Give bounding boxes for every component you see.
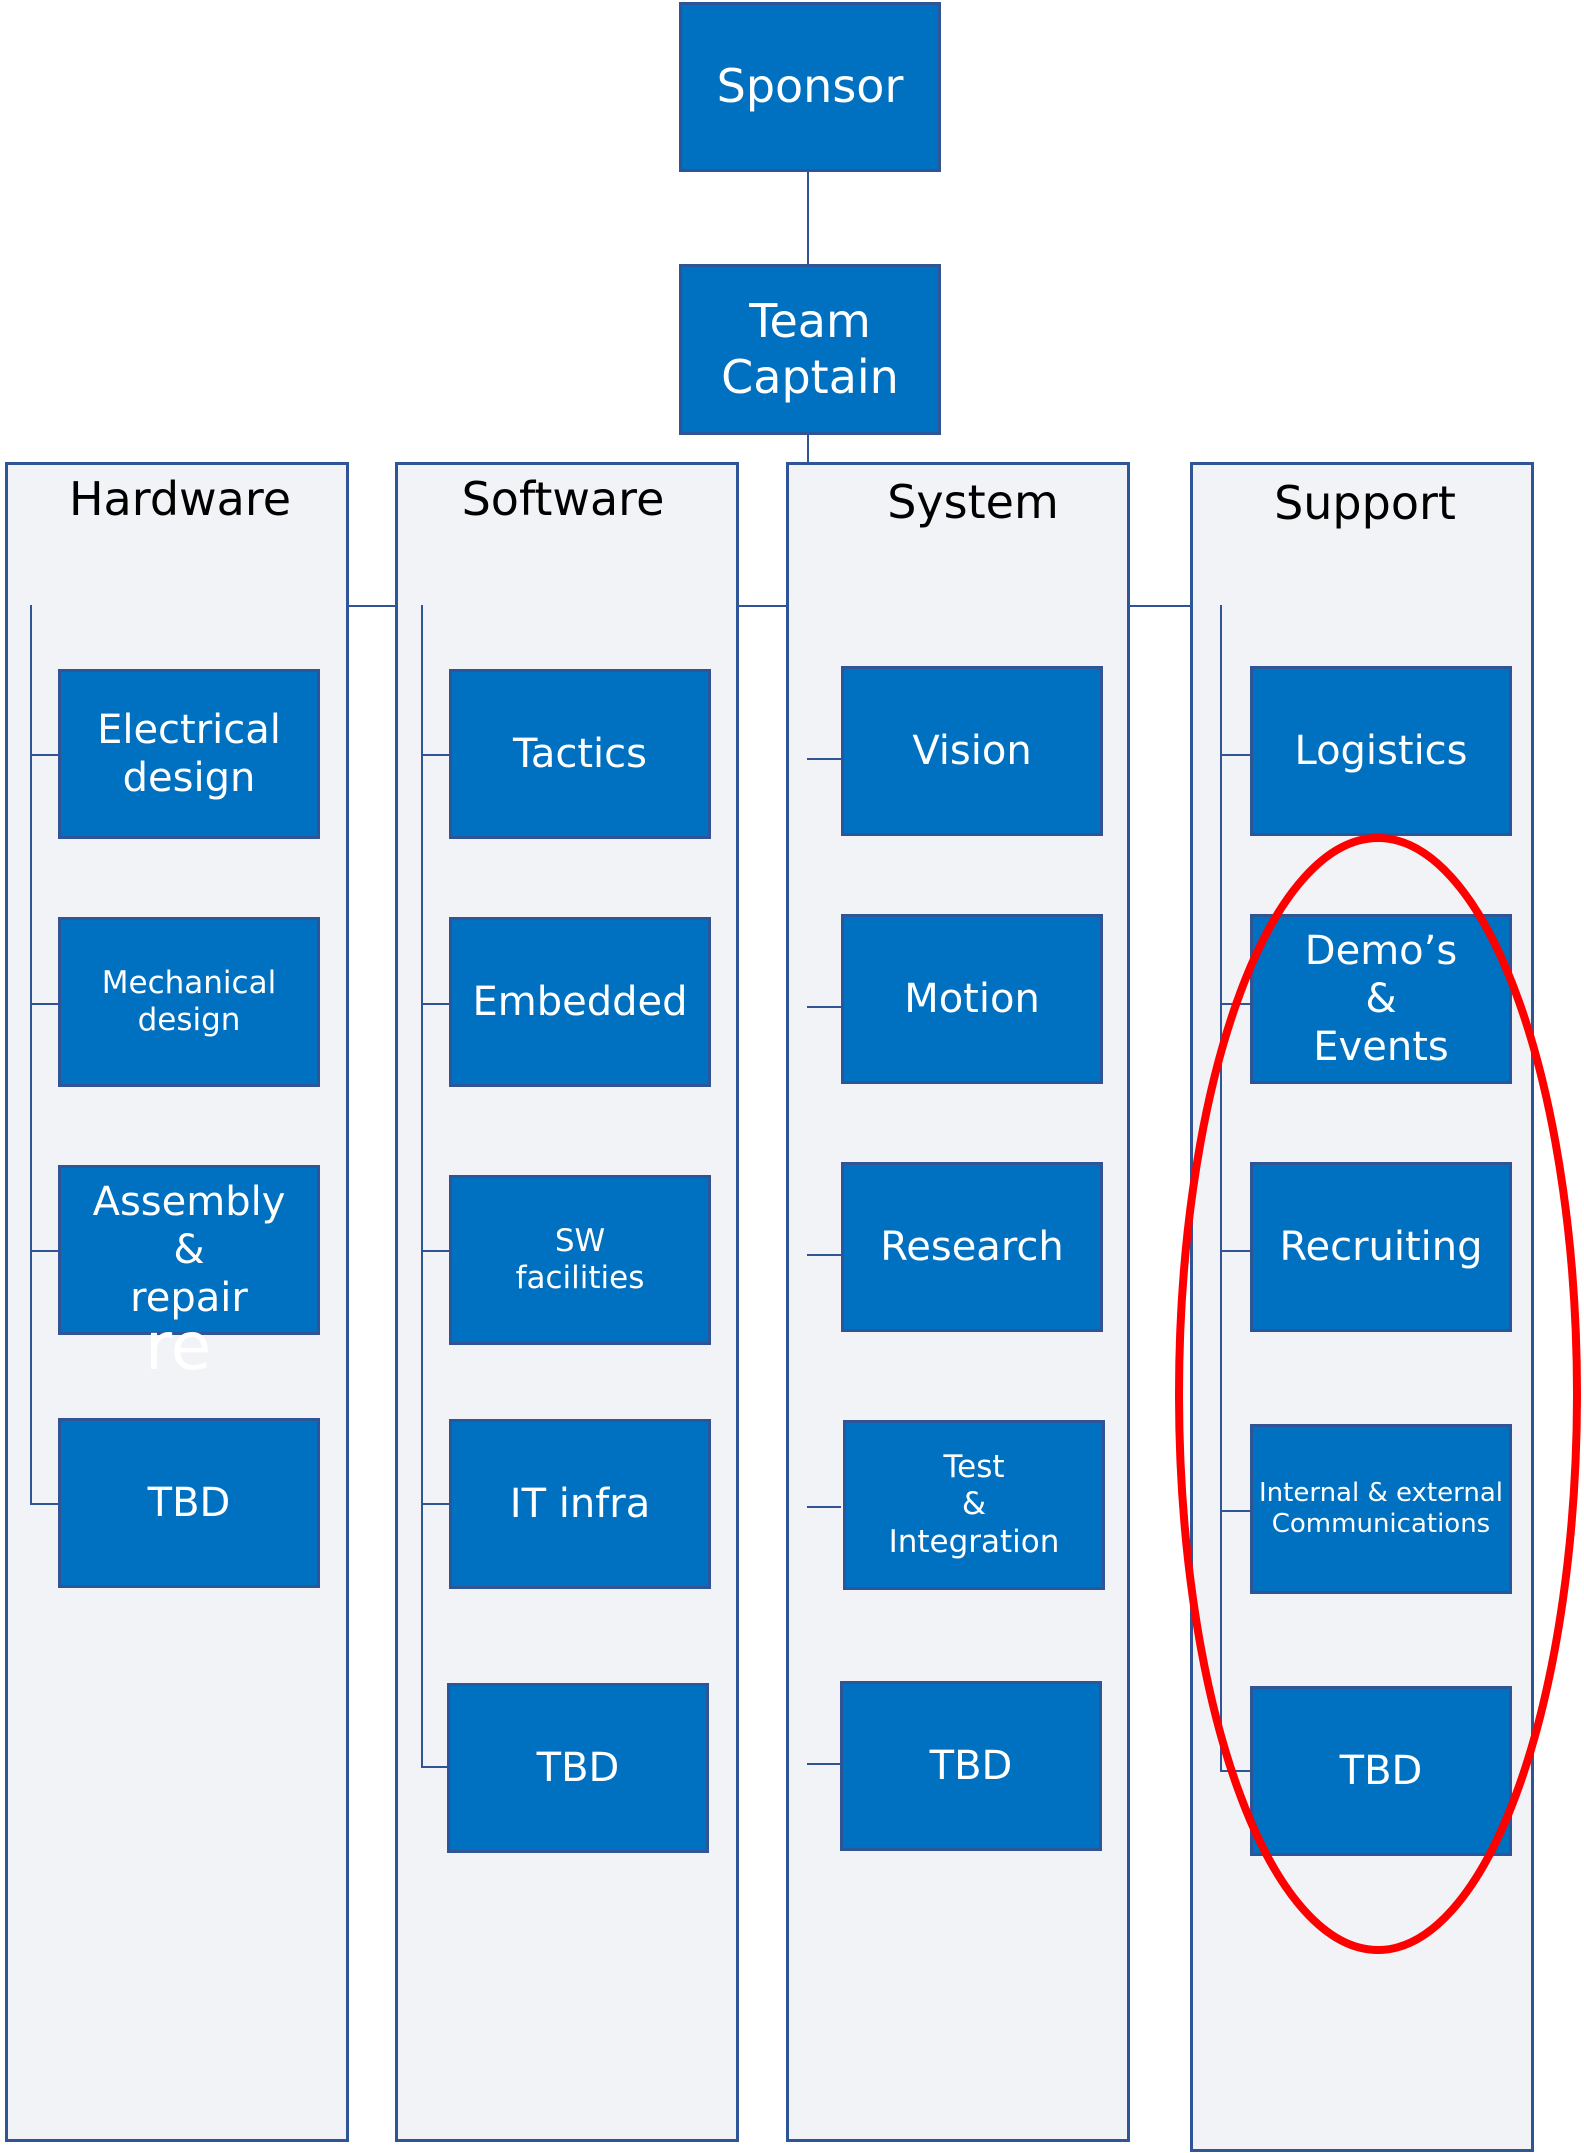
branch-software-2 [421, 1003, 449, 1005]
branch-hardware-2 [30, 1003, 58, 1005]
branch-hardware-3 [30, 1250, 58, 1252]
connector-hardware-vertical [30, 605, 32, 1505]
box-system-tbd: TBD [840, 1681, 1102, 1851]
box-test-integration: Test & Integration [843, 1420, 1105, 1590]
column-title-hardware: Hardware [68, 472, 292, 526]
box-assembly-repair: Assembly & repair [58, 1165, 320, 1335]
box-communications: Internal & external Communications [1250, 1424, 1512, 1594]
box-it-infra: IT infra [449, 1419, 711, 1589]
branch-software-3 [421, 1250, 449, 1252]
box-demos-events: Demo’s & Events [1250, 914, 1512, 1084]
box-software-tbd: TBD [447, 1683, 709, 1853]
sponsor-box: Sponsor [679, 2, 941, 172]
branch-system-3 [807, 1254, 841, 1256]
red-highlight-ellipse [1175, 834, 1581, 1954]
box-mechanical-design: Mechanical design [58, 917, 320, 1087]
column-title-support: Support [1274, 476, 1456, 530]
branch-system-5 [807, 1763, 841, 1765]
box-support-tbd: TBD [1250, 1686, 1512, 1856]
box-electrical-design: Electrical design [58, 669, 320, 839]
branch-support-1 [1220, 754, 1250, 756]
connector-sponsor-captain [807, 172, 809, 264]
stray-text: re [145, 1308, 212, 1385]
box-sw-facilities: SW facilities [449, 1175, 711, 1345]
connector-software-vertical [421, 605, 423, 1768]
column-title-software: Software [461, 472, 665, 526]
branch-system-1 [807, 758, 841, 760]
box-embedded: Embedded [449, 917, 711, 1087]
branch-support-4 [1220, 1510, 1250, 1512]
team-captain-box: Team Captain [679, 264, 941, 435]
connector-support-vertical [1220, 605, 1222, 1770]
branch-software-5 [421, 1766, 449, 1768]
branch-system-4 [807, 1506, 841, 1508]
branch-support-3 [1220, 1250, 1250, 1252]
box-vision: Vision [841, 666, 1103, 836]
branch-hardware-4 [30, 1503, 58, 1505]
box-motion: Motion [841, 914, 1103, 1084]
branch-software-1 [421, 754, 449, 756]
box-recruiting: Recruiting [1250, 1162, 1512, 1332]
branch-hardware-1 [30, 754, 58, 756]
box-hardware-tbd: TBD [58, 1418, 320, 1588]
box-logistics: Logistics [1250, 666, 1512, 836]
branch-system-2 [807, 1006, 841, 1008]
box-research: Research [841, 1162, 1103, 1332]
column-title-system: System [887, 475, 1059, 529]
box-tactics: Tactics [449, 669, 711, 839]
branch-software-4 [421, 1503, 449, 1505]
